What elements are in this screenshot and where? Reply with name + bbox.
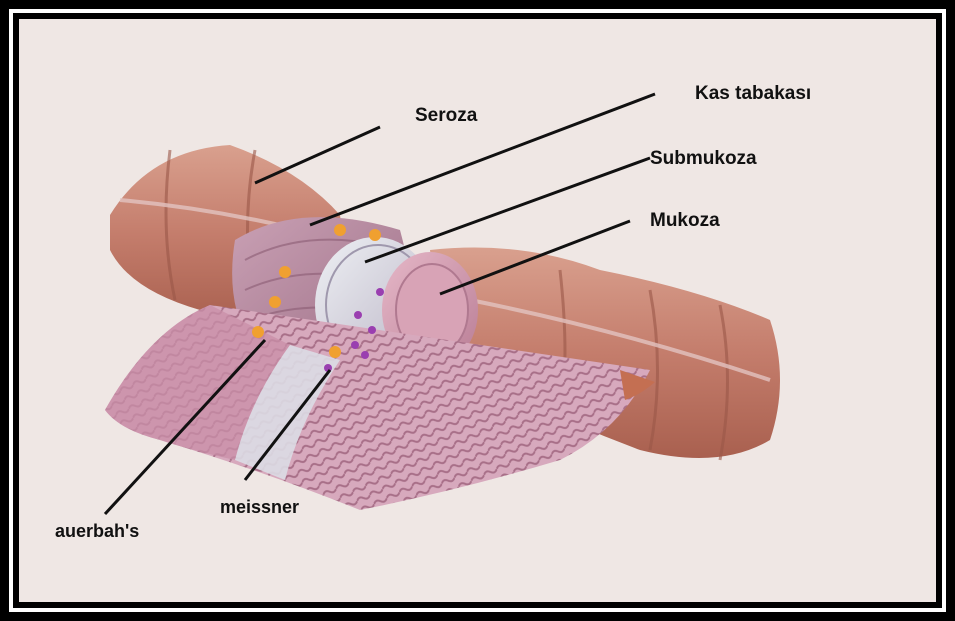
leader-seroza [255, 127, 380, 183]
label-auerbahs: auerbah's [55, 521, 139, 542]
leader-submukoza [365, 158, 650, 262]
label-submukoza: Submukoza [650, 148, 757, 170]
label-meissner: meissner [220, 497, 299, 518]
label-mukoza: Mukoza [650, 210, 720, 232]
leader-kas-tabakasi [310, 94, 655, 225]
intestine-illustration [19, 19, 936, 602]
label-seroza: Seroza [415, 105, 477, 127]
diagram-canvas: Seroza Kas tabakası Submukoza Mukoza aue… [19, 19, 936, 602]
label-kas-tabakasi: Kas tabakası [695, 83, 811, 105]
